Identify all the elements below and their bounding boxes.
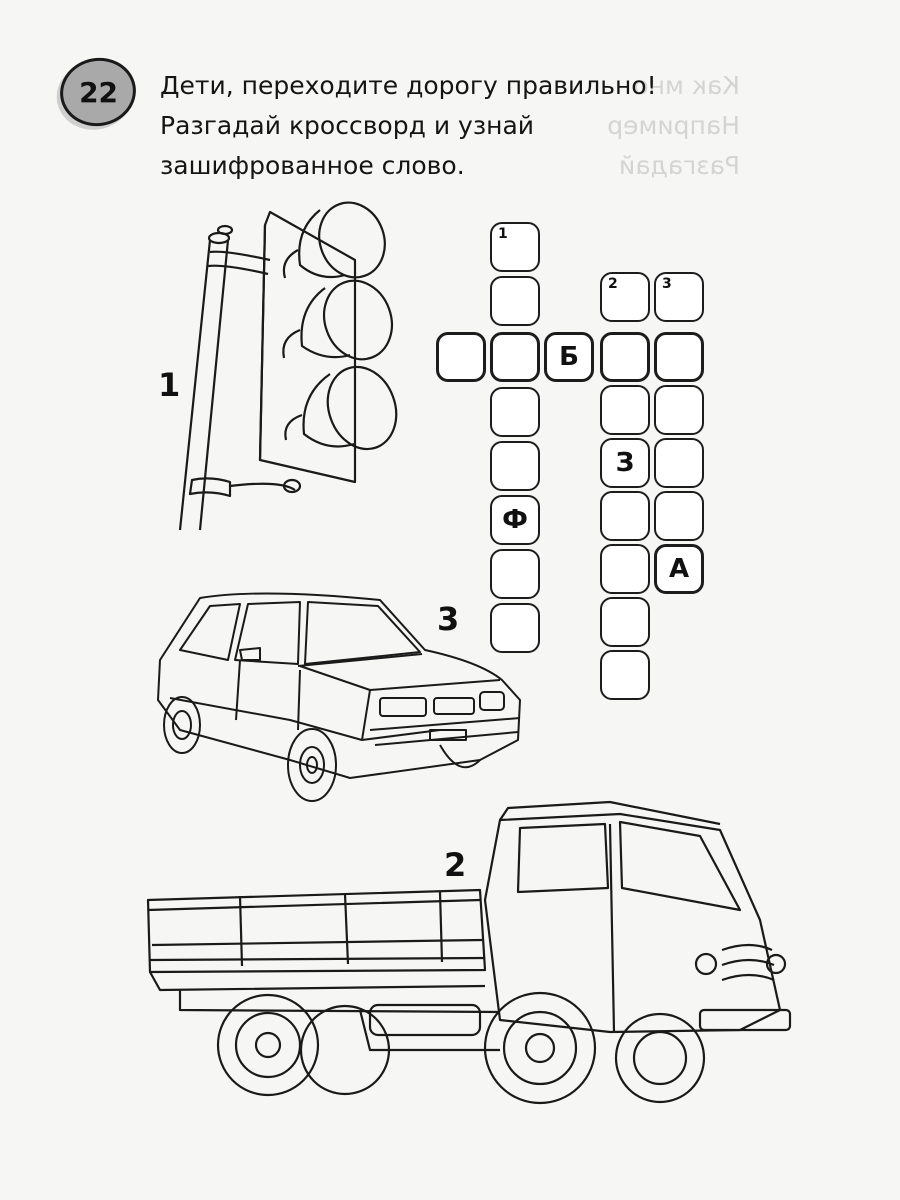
crossword-cell-keyword[interactable] <box>436 332 486 382</box>
crossword-cell[interactable] <box>654 438 704 488</box>
crossword-cell[interactable] <box>490 549 540 599</box>
crossword-cell[interactable]: 2 <box>600 272 650 322</box>
crossword-cell[interactable] <box>490 603 540 653</box>
crossword-cell[interactable]: З <box>600 438 650 488</box>
clue-number: 3 <box>662 276 672 292</box>
crossword-letter: З <box>615 448 635 478</box>
crossword-cell-keyword[interactable] <box>600 332 650 382</box>
crossword-cell[interactable] <box>490 441 540 491</box>
crossword-cell[interactable] <box>490 387 540 437</box>
instruction-line-3: зашифрованное слово. <box>160 151 465 180</box>
clue-number: 2 <box>608 276 618 292</box>
crossword-cell-keyword[interactable] <box>654 332 704 382</box>
crossword-cell[interactable] <box>600 385 650 435</box>
crossword-cell[interactable] <box>600 491 650 541</box>
truck-illustration <box>146 800 792 1105</box>
clue-number: 1 <box>498 226 508 242</box>
task-instructions: Дети, переходите дорогу правильно! Разга… <box>160 66 740 186</box>
crossword-cell[interactable] <box>490 276 540 326</box>
traffic-light-illustration <box>178 201 398 531</box>
crossword-cell-keyword[interactable] <box>490 332 540 382</box>
crossword-cell[interactable]: А <box>654 544 704 594</box>
picture-number-traffic-light: 1 <box>158 366 181 404</box>
crossword-cell[interactable]: 1 <box>490 222 540 272</box>
crossword-cell[interactable]: 3 <box>654 272 704 322</box>
crossword-cell[interactable] <box>600 597 650 647</box>
crossword-cell[interactable] <box>600 544 650 594</box>
crossword-letter: Ф <box>502 505 528 535</box>
crossword-cell[interactable] <box>600 650 650 700</box>
picture-number-truck: 2 <box>444 846 467 884</box>
crossword-cell[interactable] <box>654 385 704 435</box>
crossword-cell[interactable] <box>490 495 540 545</box>
instruction-line-2: Разгадай кроссворд и узнай <box>160 111 535 140</box>
crossword-cell-keyword[interactable]: Б <box>544 332 594 382</box>
picture-number-car: 3 <box>437 600 460 638</box>
car-illustration <box>157 592 521 802</box>
task-number: 22 <box>78 75 118 109</box>
crossword-cell[interactable] <box>654 491 704 541</box>
task-number-badge: 22 <box>54 51 142 133</box>
instruction-line-1: Дети, переходите дорогу правильно! <box>160 71 657 100</box>
